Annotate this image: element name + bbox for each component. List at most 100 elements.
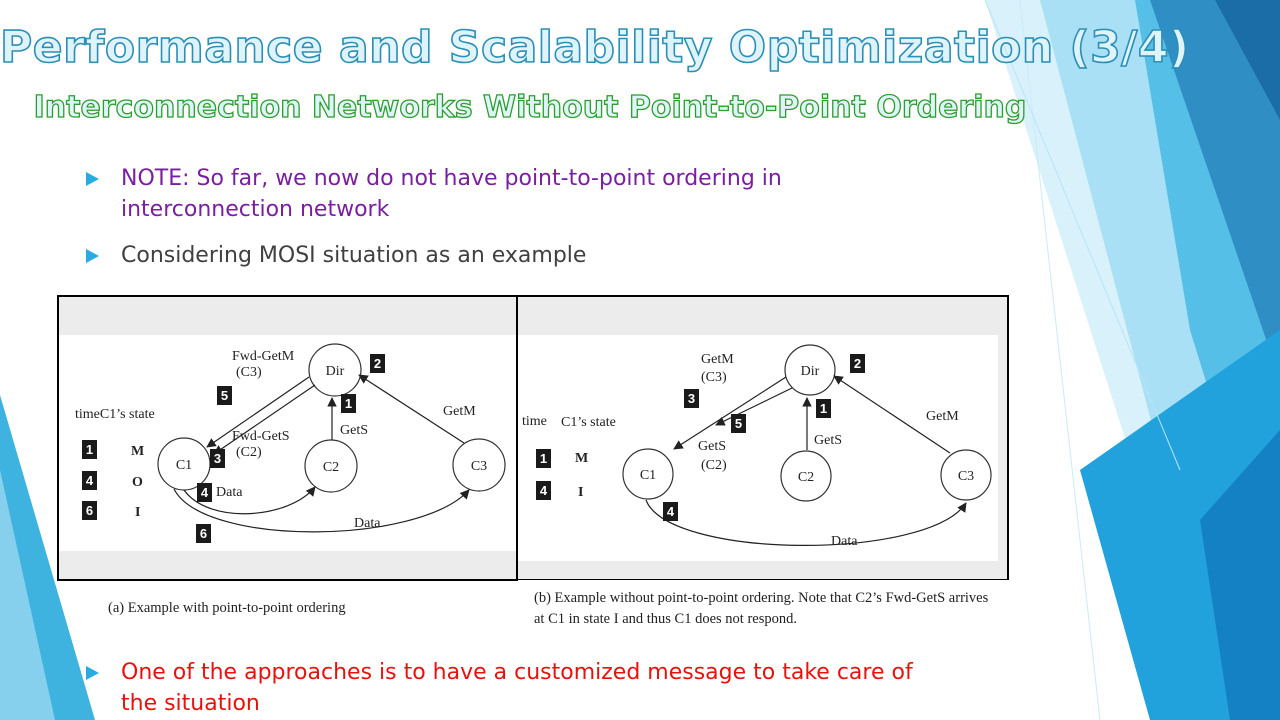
- figure-a-label-fwd-getm-sub: (C3): [236, 365, 262, 380]
- figure-b-header-time: time: [522, 414, 547, 429]
- figure-b-node-c1: [622, 448, 674, 500]
- figure-a-node-c3-label: C3: [471, 459, 487, 474]
- figure-a-badge-3: [210, 449, 225, 468]
- figure-b-header-state: C1’s state: [561, 415, 616, 430]
- figure-b-row1-num: 1: [540, 451, 547, 466]
- bullet-arrow-icon: [86, 666, 99, 680]
- figure-a-row2-state: O: [132, 475, 143, 490]
- bullet-arrow-icon: [86, 249, 99, 263]
- figure-b-label-getm: GetM: [926, 409, 959, 424]
- figure-b-label-getm-c3-sub: (C3): [701, 370, 727, 385]
- figure-a-badge-5-text: 5: [221, 388, 228, 403]
- figure-b-badge-4: [663, 502, 678, 521]
- figure-a-row2-badge: [82, 471, 97, 490]
- bullet-note: NOTE: So far, we now do not have point-t…: [86, 163, 906, 225]
- figure-a-badge-1-text: 1: [345, 396, 352, 411]
- figure-b-label-gets: GetS: [814, 433, 842, 448]
- slide-title: Performance and Scalability Optimization…: [0, 21, 1190, 74]
- figure-a-row3-badge: [82, 501, 97, 520]
- figure-b-node-c2-label: C2: [798, 470, 814, 485]
- figure-b-top-strip: [518, 297, 1007, 335]
- figure-a-row1-num: 1: [86, 442, 93, 457]
- figure-b-arrow-getm-c3: [673, 376, 787, 450]
- figure-b-row1-state: M: [575, 451, 588, 466]
- figure-a-badge-2: [370, 354, 385, 373]
- figure-b-badge-2-text: 2: [854, 356, 861, 371]
- figure-a-label-getm: GetM: [443, 404, 476, 419]
- bullet-mosi-text: Considering MOSI situation as an example: [121, 243, 587, 268]
- figure-a-node-c2-label: C2: [323, 460, 339, 475]
- figure-a-badge-5: [217, 386, 232, 405]
- figure-b-node-c3-label: C3: [958, 469, 974, 484]
- figure-b-node-c2: [780, 450, 832, 502]
- bullet-mosi: Considering MOSI situation as an example: [86, 240, 906, 271]
- bullet-note-text: NOTE: So far, we now do not have point-t…: [121, 166, 782, 222]
- figure-b-row1-badge: [536, 449, 551, 468]
- figure-b-node-dir-label: Dir: [801, 364, 820, 379]
- figure-a-top-strip: [59, 297, 517, 335]
- figure-b-row2-badge: [536, 481, 551, 500]
- figure-a-arrow-getm: [358, 374, 465, 444]
- slide-subtitle: Interconnection Networks Without Point-t…: [33, 89, 1027, 125]
- figure-b-arrow-data: [645, 499, 967, 546]
- figure-b-row2-state: I: [578, 485, 583, 500]
- figure-b-badge-5: [731, 414, 746, 433]
- figure-a-label-data-1: Data: [216, 485, 243, 500]
- figure-b-badge-3: [684, 389, 699, 408]
- figure-b-arrow-gets-c2: [715, 387, 793, 426]
- figure-a-arrow-fwd-getm: [206, 376, 310, 448]
- figure-a-row3-num: 6: [86, 503, 93, 518]
- figure-a-diagram: Dir C1 C2 C3 Fwd-GetM (C3) Fwd-GetS (C2)…: [59, 297, 517, 579]
- bullet-approach: One of the approaches is to have a custo…: [86, 657, 946, 719]
- figure-a-badge-6-text: 6: [200, 526, 207, 541]
- figure-a-node-dir: [308, 343, 362, 397]
- figure-b-bottom-strip: [518, 561, 1007, 579]
- figure-b-panel: Dir C1 C2 C3 GetM (C3) GetS (C2) GetM Ge…: [516, 295, 1009, 581]
- figure-a-row2-num: 4: [86, 473, 94, 488]
- figure-b-badge-1-text: 1: [820, 401, 827, 416]
- figure-b-label-data: Data: [831, 534, 858, 549]
- figure-a-label-fwd-getm: Fwd-GetM: [232, 349, 295, 364]
- figure-a-badge-1: [341, 394, 356, 413]
- figure-b-row2-num: 4: [540, 483, 548, 498]
- figure-a-arrow-data-c3: [173, 488, 470, 533]
- figure-b-caption: (b) Example without point-to-point order…: [518, 580, 1012, 660]
- figure-b-node-dir: [784, 344, 836, 396]
- bullet-arrow-icon: [86, 172, 99, 186]
- figure-a-caption: (a) Example with point-to-point ordering: [108, 600, 346, 616]
- figure-a-label-data-2: Data: [354, 516, 381, 531]
- figure-b-arrow-getm: [833, 375, 951, 454]
- figure-a-label-fwd-gets: Fwd-GetS: [232, 429, 290, 444]
- figure-a-state-header: timeC1’s state: [75, 407, 155, 422]
- figure-a-arrow-fwd-gets: [213, 384, 316, 455]
- figure-a-panel: Dir C1 C2 C3 Fwd-GetM (C3) Fwd-GetS (C2)…: [57, 295, 519, 581]
- figure-b-badge-4-text: 4: [667, 504, 675, 519]
- figure-a-badge-4-text: 4: [201, 485, 209, 500]
- figure-b-badge-1: [816, 399, 831, 418]
- figure-b-right-strip: [998, 335, 1007, 561]
- figure-a-label-fwd-gets-sub: (C2): [236, 445, 262, 460]
- figure-b-badge-3-text: 3: [688, 391, 695, 406]
- figure-b-badge-2: [850, 354, 865, 373]
- figure-a-badge-4: [197, 483, 212, 502]
- figure-a-label-gets: GetS: [340, 423, 368, 438]
- figure-b-label-gets-c2: GetS: [698, 439, 726, 454]
- figure-a-row1-badge: [82, 440, 97, 459]
- figure-a-bottom-strip: [59, 551, 517, 579]
- figure-b-node-c3: [940, 449, 992, 501]
- figure-a-arrow-data-c2: [183, 486, 316, 515]
- figure-a-badge-2-text: 2: [374, 356, 381, 371]
- figure-a-node-c1-label: C1: [176, 458, 192, 473]
- figure-a-node-c3: [452, 438, 506, 492]
- figure-b-label-gets-c2-sub: (C2): [701, 458, 727, 473]
- figure-a-node-dir-label: Dir: [326, 364, 345, 379]
- figure-a-row1-state: M: [131, 444, 144, 459]
- figure-a-badge-3-text: 3: [214, 451, 221, 466]
- figure-b-label-getm-c3: GetM: [701, 352, 734, 367]
- figure-a-row3-state: I: [135, 505, 140, 520]
- figure-b-badge-5-text: 5: [735, 416, 742, 431]
- bullet-approach-text: One of the approaches is to have a custo…: [121, 660, 913, 716]
- figure-b-diagram: Dir C1 C2 C3 GetM (C3) GetS (C2) GetM Ge…: [518, 297, 1007, 579]
- figure-a-node-c2: [304, 439, 358, 493]
